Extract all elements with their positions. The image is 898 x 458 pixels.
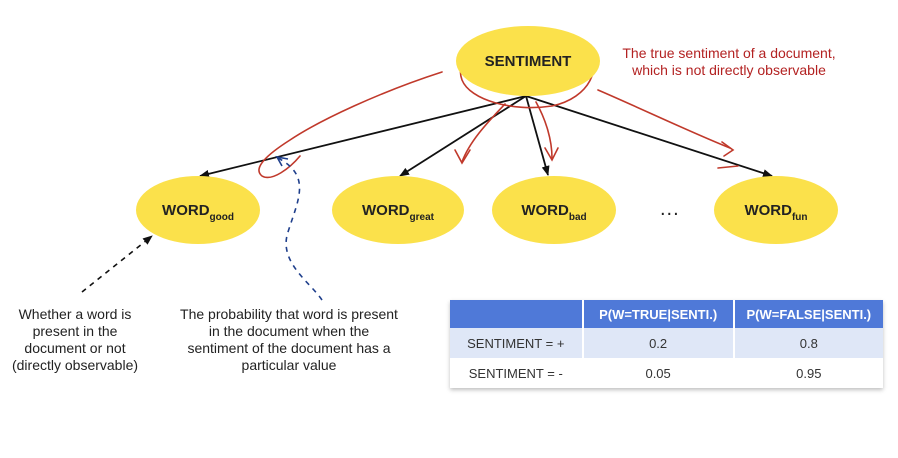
table-cell: 0.05	[582, 358, 735, 388]
sentiment-node	[456, 26, 600, 96]
table-cell: SENTIMENT = -	[450, 358, 584, 388]
table-cell: 0.2	[582, 328, 735, 358]
table-row: SENTIMENT = + 0.2 0.8	[450, 328, 883, 358]
table-cell: 0.95	[733, 358, 883, 388]
word-node-bad	[492, 176, 616, 244]
dashed-arrow-word-note	[81, 235, 153, 293]
edge-sentiment-bad	[525, 95, 550, 176]
word-note: Whether a word is present in the documen…	[11, 306, 139, 373]
edge-sentiment-good	[199, 95, 527, 178]
dashed-curve-arrowhead	[275, 155, 289, 167]
table-cell: 0.8	[733, 328, 883, 358]
word-node-good	[136, 176, 260, 244]
edge-sentiment-great	[399, 95, 527, 177]
conditional-probability-table: P(W=TRUE|SENTI.) P(W=FALSE|SENTI.) SENTI…	[450, 300, 883, 388]
dashed-curve-probability-note	[277, 157, 323, 301]
word-node-bad-label: WORDbad	[521, 202, 586, 223]
word-node-great-label: WORDgreat	[362, 202, 435, 223]
table-header-cell: P(W=TRUE|SENTI.)	[582, 300, 735, 328]
table-header-cell	[450, 300, 584, 328]
table-header-cell: P(W=FALSE|SENTI.)	[733, 300, 883, 328]
more-words-ellipsis: ...	[660, 198, 680, 220]
word-node-fun-label: WORDfun	[744, 202, 807, 223]
edge-sentiment-fun	[525, 95, 773, 178]
sentiment-node-label: SENTIMENT	[485, 53, 572, 70]
table-cell: SENTIMENT = +	[450, 328, 584, 358]
probability-note: The probability that word is present in …	[180, 306, 398, 373]
word-node-great	[332, 176, 464, 244]
word-node-fun	[714, 176, 838, 244]
sentiment-note: The true sentiment of a document, which …	[622, 45, 836, 78]
table-header-row: P(W=TRUE|SENTI.) P(W=FALSE|SENTI.)	[450, 300, 883, 328]
word-node-good-label: WORDgood	[162, 202, 234, 223]
table-row: SENTIMENT = - 0.05 0.95	[450, 358, 883, 388]
